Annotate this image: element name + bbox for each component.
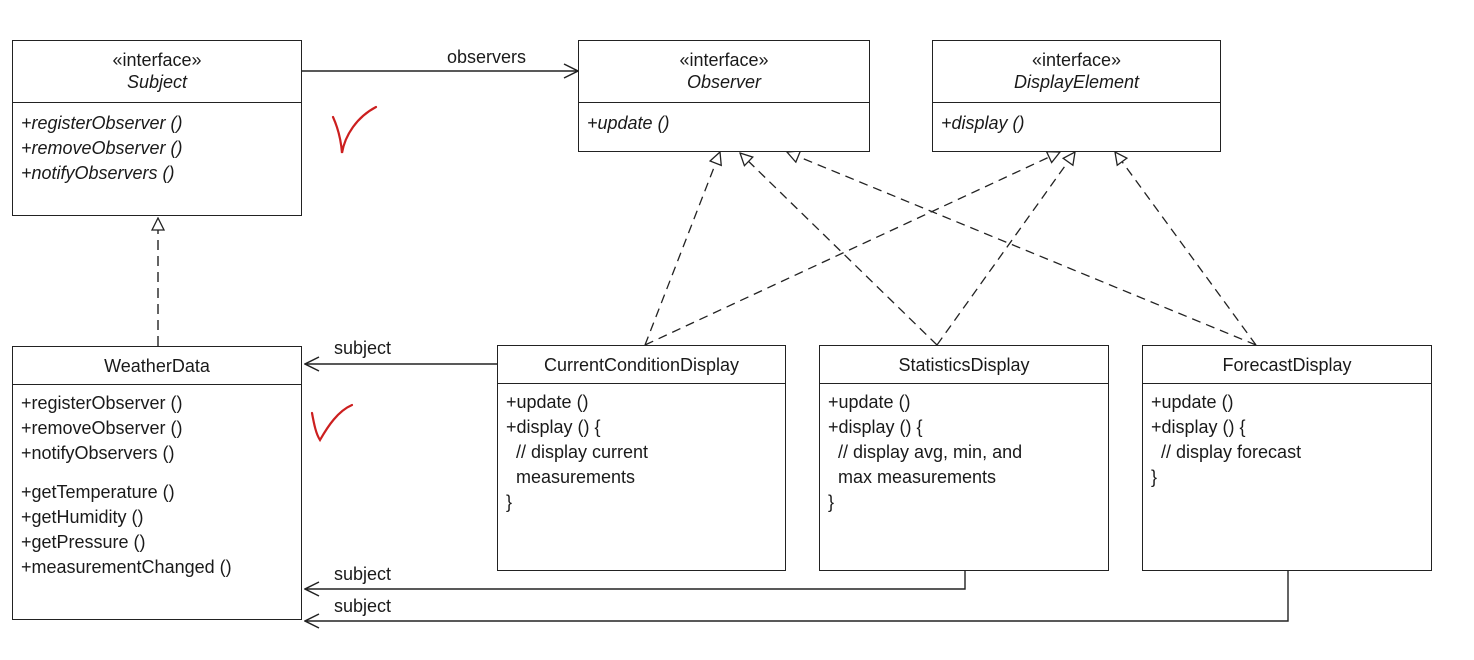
forecastdisplay-line: +display () { xyxy=(1151,417,1246,437)
subject-op: +notifyObservers () xyxy=(21,163,175,183)
currentconditiondisplay-header: CurrentConditionDisplay xyxy=(498,346,785,384)
subject-op: +registerObserver () xyxy=(21,113,183,133)
observer-name: Observer xyxy=(686,72,762,92)
forecastdisplay-line: } xyxy=(1151,467,1158,487)
currentconditiondisplay-line: +update () xyxy=(506,392,589,412)
weatherdata-op: +getPressure () xyxy=(21,532,146,552)
forecastdisplay-name: ForecastDisplay xyxy=(1222,355,1352,375)
currentconditiondisplay-line: // display current xyxy=(506,442,649,462)
displayelement-header: «interface» DisplayElement xyxy=(933,41,1220,103)
observer-stereotype: «interface» xyxy=(679,50,769,70)
forecast-realizes-observer-line xyxy=(787,152,1257,346)
subject-op: +removeObserver () xyxy=(21,138,183,158)
subject-interface-box: «interface» Subject +registerObserver ()… xyxy=(12,40,302,216)
weatherdata-op: +removeObserver () xyxy=(21,418,183,438)
statisticsdisplay-line: max measurements xyxy=(828,467,997,487)
statisticsdisplay-name: StatisticsDisplay xyxy=(898,355,1030,375)
weatherdata-op: +measurementChanged () xyxy=(21,557,232,577)
weatherdata-name: WeatherData xyxy=(104,356,210,376)
weatherdata-op: +getTemperature () xyxy=(21,482,175,502)
current-realizes-displayelement-line xyxy=(644,152,1060,346)
observer-header: «interface» Observer xyxy=(579,41,869,103)
forecast-realizes-displayelement-line xyxy=(1115,152,1257,346)
forecastdisplay-header: ForecastDisplay xyxy=(1143,346,1431,384)
forecastdisplay-class-box: ForecastDisplay +update () +display () {… xyxy=(1142,345,1432,571)
weatherdata-op: +getHumidity () xyxy=(21,507,144,527)
displayelement-stereotype: «interface» xyxy=(1031,50,1122,70)
subject-edge-label-statistics: subject xyxy=(334,564,392,584)
statisticsdisplay-class-box: StatisticsDisplay +update () +display ()… xyxy=(819,345,1109,571)
displayelement-name: DisplayElement xyxy=(1013,72,1140,92)
currentconditiondisplay-name: CurrentConditionDisplay xyxy=(543,355,740,375)
statisticsdisplay-header: StatisticsDisplay xyxy=(820,346,1108,384)
statistics-subject-association-line xyxy=(305,570,966,589)
subject-operations: +registerObserver () +removeObserver () … xyxy=(13,103,301,186)
check-mark-subject xyxy=(331,105,378,154)
currentconditiondisplay-body: +update () +display () { // display curr… xyxy=(498,384,785,515)
weatherdata-operations: +registerObserver () +removeObserver () … xyxy=(13,385,301,580)
weatherdata-header: WeatherData xyxy=(13,347,301,385)
subject-stereotype: «interface» xyxy=(112,50,202,70)
statisticsdisplay-line: } xyxy=(828,492,835,512)
subject-edge-label-current: subject xyxy=(334,338,392,358)
displayelement-interface-box: «interface» DisplayElement +display () xyxy=(932,40,1221,152)
observer-operations: +update () xyxy=(579,103,869,136)
forecast-subject-association-line xyxy=(305,570,1289,621)
statisticsdisplay-body: +update () +display () { // display avg,… xyxy=(820,384,1108,515)
currentconditiondisplay-line: +display () { xyxy=(506,417,601,437)
observers-edge-label: observers xyxy=(447,47,527,67)
forecastdisplay-line: +update () xyxy=(1151,392,1234,412)
statisticsdisplay-line: +update () xyxy=(828,392,911,412)
current-realizes-observer-line xyxy=(644,152,720,346)
forecastdisplay-body: +update () +display () { // display fore… xyxy=(1143,384,1431,490)
displayelement-operations: +display () xyxy=(933,103,1220,136)
currentconditiondisplay-class-box: CurrentConditionDisplay +update () +disp… xyxy=(497,345,786,571)
statisticsdisplay-line: +display () { xyxy=(828,417,923,437)
check-mark-weatherdata xyxy=(310,403,354,443)
weatherdata-op: +notifyObservers () xyxy=(21,443,175,463)
observer-interface-box: «interface» Observer +update () xyxy=(578,40,870,152)
subject-header: «interface» Subject xyxy=(13,41,301,103)
statistics-realizes-observer-line xyxy=(740,153,938,346)
weatherdata-class-box: WeatherData +registerObserver () +remove… xyxy=(12,346,302,620)
currentconditiondisplay-line: } xyxy=(506,492,513,512)
forecastdisplay-line: // display forecast xyxy=(1151,442,1302,462)
weatherdata-op: +registerObserver () xyxy=(21,393,183,413)
statisticsdisplay-line: // display avg, min, and xyxy=(828,442,1023,462)
currentconditiondisplay-line: measurements xyxy=(506,467,636,487)
statistics-realizes-displayelement-line xyxy=(936,152,1075,346)
displayelement-op: +display () xyxy=(941,113,1025,133)
subject-edge-label-forecast: subject xyxy=(334,596,392,616)
observer-op: +update () xyxy=(587,113,670,133)
subject-name: Subject xyxy=(126,72,188,92)
